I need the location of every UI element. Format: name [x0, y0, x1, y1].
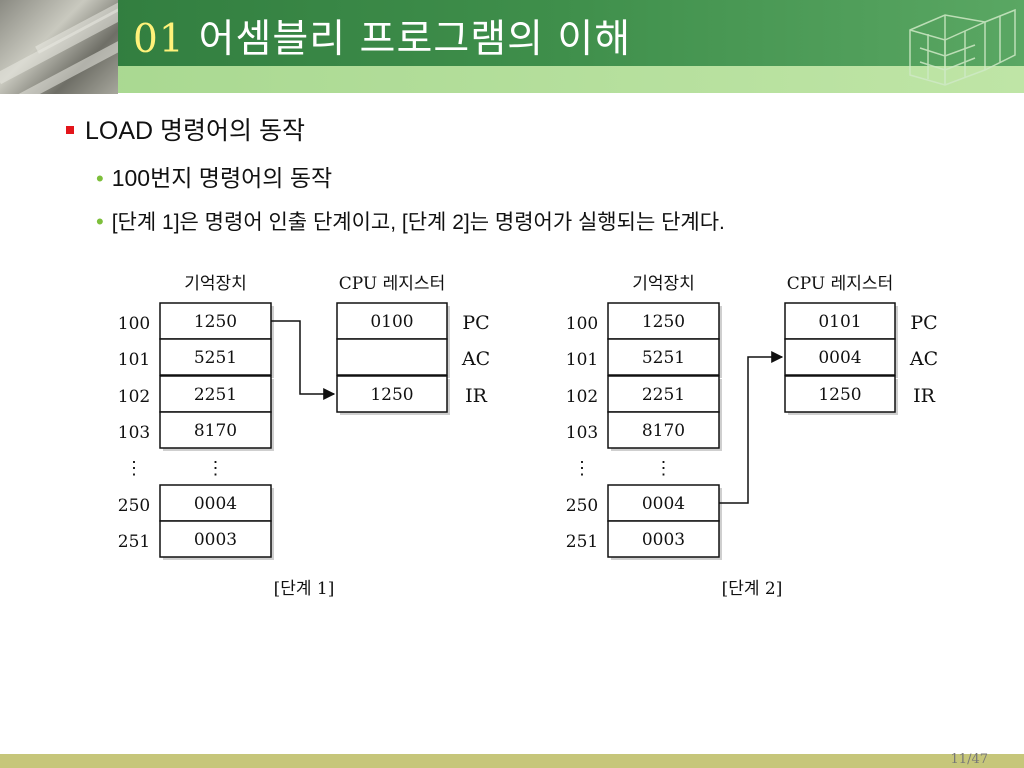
memory-address: 101 [566, 350, 598, 370]
slide-title: 01 어셈블리 프로그램의 이해 [133, 8, 631, 64]
register-cell [336, 302, 448, 340]
memory-value: 8170 [642, 421, 685, 441]
slide-header: 01 어셈블리 프로그램의 이해 [0, 0, 1024, 94]
register-cell [336, 338, 448, 376]
memory-address: 102 [566, 387, 598, 407]
memory-cell [607, 375, 720, 413]
bullet-main-text: LOAD 명령어의 동작 [85, 117, 305, 145]
bullet-sub-1-text: 100번지 명령어의 동작 [111, 165, 333, 191]
memory-cell [607, 484, 720, 522]
memory-address: 103 [118, 423, 150, 443]
register-name: PC [462, 312, 489, 334]
memory-value: 0004 [642, 494, 685, 514]
vertical-ellipsis-icon: ⋮ [207, 458, 225, 479]
memory-value: 0003 [642, 530, 685, 550]
memory-cell [159, 302, 272, 340]
memory-title: 기억장치 [632, 274, 695, 294]
memory-address: 250 [118, 496, 150, 516]
cube-blocks-icon [909, 8, 1016, 86]
memory-cell [159, 338, 272, 376]
memory-value: 5251 [194, 348, 237, 368]
data-flow-arrow [271, 320, 336, 400]
memory-address: 250 [566, 496, 598, 516]
memory-value: 0004 [194, 494, 237, 514]
memory-cell [607, 302, 720, 340]
header-band [0, 0, 1024, 66]
memory-value: 1250 [642, 312, 685, 332]
register-value: 0101 [818, 312, 861, 332]
bullet-sub-2: • [단계 1]은 명령어 인출 단계이고, [단계 2]는 명령어가 실행되는 … [96, 206, 725, 236]
register-name: IR [913, 385, 936, 407]
memory-value: 8170 [194, 421, 237, 441]
page-number: 11/47 [950, 752, 988, 767]
vertical-ellipsis-icon: ⋮ [573, 458, 591, 479]
memory-cell [159, 411, 272, 449]
register-name: AC [909, 348, 938, 370]
step-2-panel: 기억장치 CPU 레지스터 1250 100 5251 101 2251 102 8170 103… [566, 274, 938, 599]
memory-value: 1250 [194, 312, 237, 332]
memory-cell [607, 520, 720, 558]
memory-cell [159, 375, 272, 413]
memory-address: 100 [118, 314, 150, 334]
memory-address: 251 [118, 532, 150, 552]
square-bullet-icon [66, 126, 74, 134]
step-caption: [단계 1] [274, 579, 335, 599]
vertical-ellipsis-icon: ⋮ [655, 458, 673, 479]
memory-address: 251 [566, 532, 598, 552]
memory-cell [159, 520, 272, 558]
memory-cell [607, 338, 720, 376]
register-cell [784, 375, 896, 413]
header-subband [0, 66, 1024, 93]
register-value: 0100 [370, 312, 413, 332]
bullet-main: LOAD 명령어의 동작 [66, 111, 305, 147]
dot-bullet-icon: • [96, 166, 104, 191]
memory-value: 2251 [642, 385, 685, 405]
data-flow-arrow [719, 351, 784, 504]
memory-cell [607, 411, 720, 449]
register-cell [784, 338, 896, 376]
step-caption: [단계 2] [722, 579, 783, 599]
memory-address: 101 [118, 350, 150, 370]
memory-value: 0003 [194, 530, 237, 550]
cpu-register-title: CPU 레지스터 [339, 274, 445, 294]
register-name: IR [465, 385, 488, 407]
section-number: 01 [133, 17, 185, 62]
register-name: PC [910, 312, 937, 334]
bullet-sub-1: • 100번지 명령어의 동작 [96, 159, 332, 193]
section-title: 어셈블리 프로그램의 이해 [198, 17, 632, 62]
memory-value: 2251 [194, 385, 237, 405]
dot-bullet-icon: • [96, 209, 104, 234]
footer-bar [0, 754, 1024, 768]
register-name: AC [461, 348, 490, 370]
memory-address: 102 [118, 387, 150, 407]
register-value: 0004 [818, 348, 861, 368]
memory-value: 5251 [642, 348, 685, 368]
memory-cell [159, 484, 272, 522]
memory-address: 100 [566, 314, 598, 334]
register-cell [336, 375, 448, 413]
register-value: 1250 [370, 385, 413, 405]
bullet-sub-2-text: [단계 1]은 명령어 인출 단계이고, [단계 2]는 명령어가 실행되는 단… [111, 211, 725, 234]
register-value: 1250 [818, 385, 861, 405]
memory-address: 103 [566, 423, 598, 443]
memory-title: 기억장치 [184, 274, 247, 294]
vertical-ellipsis-icon: ⋮ [125, 458, 143, 479]
step-1-panel: 기억장치 CPU 레지스터 1250 100 5251 101 2251 102 8170 103… [118, 274, 490, 599]
keyboard-photo-icon [0, 0, 118, 94]
cpu-register-title: CPU 레지스터 [787, 274, 893, 294]
